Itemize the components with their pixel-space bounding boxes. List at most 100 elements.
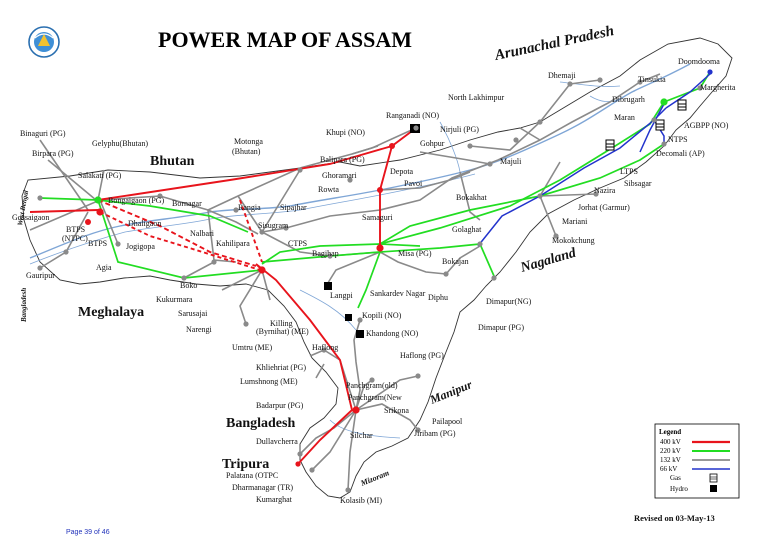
place-khandong: Khandong (NO) (366, 329, 419, 338)
place-umtru: Umtru (ME) (232, 343, 273, 352)
place-sarusajai: Sarusajai (178, 309, 208, 318)
place-haflong-node: Haflong (312, 343, 338, 352)
place-killing: Killing(Byrnihat) (ME) (256, 319, 309, 336)
place-haflong-pg: Haflong (PG) (400, 351, 444, 360)
place-golaghat: Golaghat (452, 225, 482, 234)
page-number: Page 39 of 46 (66, 529, 110, 536)
place-motonga: Motonga(Bhutan) (232, 137, 263, 156)
legend-hydro: Hydro (670, 485, 688, 493)
place-north-lakhimpur: North Lakhimpur (448, 93, 505, 102)
place-sisugram: Sisugram (258, 221, 289, 230)
place-kolasib: Kolasib (MI) (340, 496, 382, 505)
aseb-logo (28, 26, 60, 58)
legend-66kv: 66 kV (660, 465, 677, 473)
place-ranganadi: Ranganadi (NO) (386, 111, 439, 120)
place-bornagar: Bornagar (172, 199, 202, 208)
place-sankardev: Sankardev Nagar (370, 289, 426, 298)
place-mariani: Mariani (562, 217, 588, 226)
place-salakati: Salakati (PG) (78, 171, 122, 180)
place-dimapur-pg: Dimapur (PG) (478, 323, 524, 332)
place-gauripur: Gauripur (26, 271, 55, 280)
place-bongaigaon: Bongaigaon (PG) (108, 196, 165, 205)
place-khliehriat: Khliehriat (PG) (256, 363, 306, 372)
place-rowta: Rowta (318, 185, 339, 194)
place-bokakhat: Bokakhat (456, 193, 487, 202)
place-binaguri: Binaguri (PG) (20, 129, 66, 138)
place-dullavcherra: Dullavcherra (256, 437, 298, 446)
place-lumshnong: Lumshnong (ME) (240, 377, 298, 386)
place-kahilipara: Kahilipara (216, 239, 250, 248)
place-palatana: Palatana (OTPC (226, 471, 278, 480)
place-gossaigaon: Gossaigaon (12, 213, 49, 222)
place-dhemaji: Dhemaji (548, 71, 576, 80)
place-ghoramari: Ghoramari (322, 171, 357, 180)
place-nirjuli: Nirjuli (PG) (440, 125, 479, 134)
place-kumarghat: Kumarghat (256, 495, 293, 504)
lines-132kv (29, 73, 661, 491)
region-bhutan: Bhutan (150, 154, 195, 169)
place-bagjhap: Bagjhap (312, 249, 339, 258)
gas-icon (709, 473, 718, 483)
place-balipara: Balipara (PG) (320, 155, 365, 164)
lines-66kv (477, 73, 711, 247)
page-title: POWER MAP OF ASSAM (158, 27, 412, 52)
place-rangia: Rangia (238, 203, 261, 212)
substation-nodes (37, 69, 713, 493)
place-btps-ntpc: BTPS(NTPC) (62, 225, 88, 243)
place-decomali: Decomali (AP) (656, 149, 705, 158)
place-btps: BTPS (88, 239, 107, 248)
place-badarpur: Badarpur (PG) (256, 401, 304, 410)
revision-date: Revised on 03-May-13 (634, 513, 715, 523)
place-maran: Maran (614, 113, 635, 122)
place-langpi: Langpi (330, 291, 353, 300)
place-kukurmara: Kukurmara (156, 295, 193, 304)
place-agbpp: AGBPP (NO) (684, 121, 729, 130)
hydro-icon (710, 485, 717, 492)
place-nazira: Nazira (594, 186, 616, 195)
place-dimapur-ng: Dimapur(NG) (486, 297, 532, 306)
assam-outline (21, 37, 733, 499)
place-panchgram-old: Panchgram(old) (346, 381, 398, 390)
place-pavoi: Pavoi (404, 179, 423, 188)
legend-220kv: 220 kV (660, 447, 681, 455)
place-majuli: Majuli (500, 157, 522, 166)
legend-title: Legend (659, 428, 681, 436)
place-diphu: Diphu (428, 293, 448, 302)
region-nagaland: Nagaland (518, 245, 579, 276)
place-jiribam: Jiribam (PG) (414, 429, 456, 438)
legend-132kv: 132 kV (660, 456, 681, 464)
place-dibrugarh: Dibrugarh (612, 95, 645, 104)
region-bangladesh: Bangladesh (226, 416, 295, 431)
place-silchar: Silchar (350, 431, 373, 440)
place-gohpur: Gohpur (420, 139, 445, 148)
place-gelyphu: Gelyphu(Bhutan) (92, 139, 148, 148)
place-narengi: Narengi (186, 325, 213, 334)
place-jorhat: Jorhat (Garmur) (578, 203, 630, 212)
place-kopili: Kopili (NO) (362, 311, 402, 320)
place-agia: Agia (96, 263, 112, 272)
legend: Legend 400 kV 220 kV 132 kV 66 kV Gas Hy… (654, 423, 740, 499)
place-margherita: Margherita (700, 83, 736, 92)
place-sipajhar: Sipajhar (280, 203, 307, 212)
place-mokokchung: Mokokchung (552, 236, 595, 245)
region-manipur: Manipur (427, 377, 474, 407)
region-mizoram: Mizoram (358, 468, 390, 488)
gas-stations (605, 99, 687, 151)
region-tripura: Tripura (222, 457, 269, 472)
place-jogigopa: Jogigopa (126, 242, 155, 251)
place-tinsukia: Tinsukia (638, 75, 666, 84)
place-boko: Boko (180, 281, 197, 290)
place-labels: Doomdooma Tinsukia Margherita Dibrugarh … (12, 57, 736, 505)
place-panchgram-new: Panchgram(New (348, 393, 402, 402)
place-nalbari: Nalbari (190, 229, 215, 238)
place-depota: Depota (390, 167, 414, 176)
place-dharmanagar: Dharmanagar (TR) (232, 483, 293, 492)
place-ntps: NTPS (668, 135, 688, 144)
place-bokajan: Bokajan (442, 257, 469, 266)
place-dhaligaon: Dhaligaon (128, 219, 161, 228)
place-khupi: Khupi (NO) (326, 128, 365, 137)
legend-400kv: 400 kV (660, 438, 681, 446)
place-srikona: Srikona (384, 406, 409, 415)
region-bangladesh-side: Bangladesh (20, 288, 28, 323)
